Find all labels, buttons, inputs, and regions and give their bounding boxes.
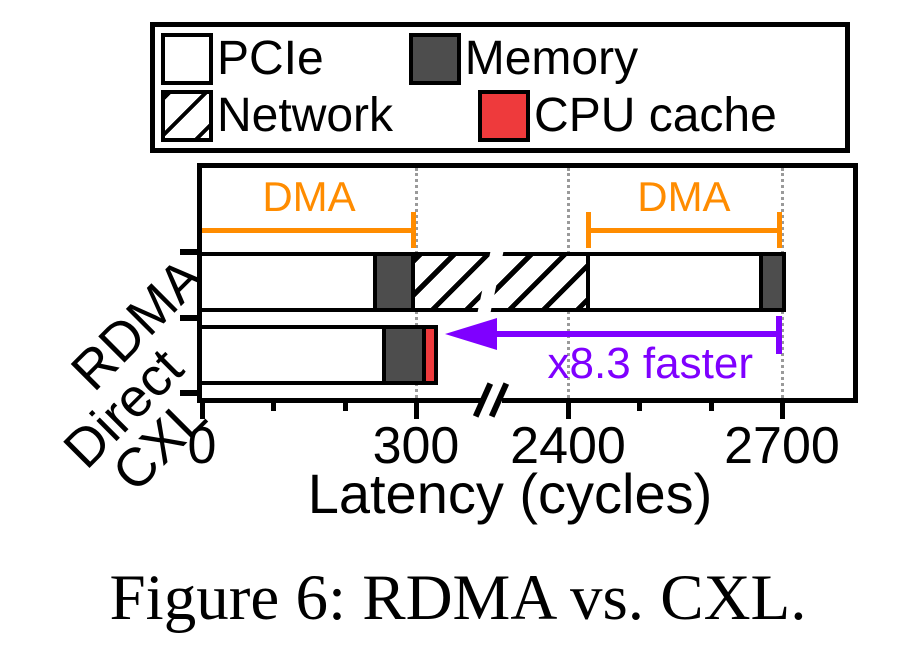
legend-row: PCIe Memory: [161, 31, 839, 85]
x-axis-minor-tick: [342, 401, 348, 411]
dma-bracket-cap: [585, 212, 591, 248]
bar-segment-memory: [373, 256, 411, 308]
y-axis-tick: [180, 315, 202, 321]
x-axis-minor-tick: [637, 401, 643, 411]
legend-swatch-network: [161, 90, 213, 143]
dma-bracket-cap: [776, 212, 782, 248]
legend-swatch-pcie: [161, 32, 213, 85]
x-tick-label: 2700: [724, 417, 840, 475]
dma-bracket-line: [585, 228, 782, 233]
legend-item-network: Network: [161, 89, 394, 143]
legend-swatch-cpu-cache: [478, 90, 531, 143]
legend-item-cpu-cache: CPU cache: [478, 89, 777, 143]
y-axis-tick: [180, 390, 202, 396]
x-axis-major-tick: [200, 401, 205, 419]
bar-segment-network: [411, 256, 492, 308]
dma-annotation-right: DMA: [585, 176, 782, 248]
bar-segment-pcie: [202, 256, 374, 308]
bar-segment-cpu-cache: [422, 329, 434, 381]
bar-segment-pcie: [202, 329, 383, 381]
x-axis-minor-tick: [708, 401, 714, 411]
x-axis-major-tick: [413, 401, 419, 419]
dma-annotation-left: DMA: [202, 176, 416, 248]
legend: PCIe Memory Network CPU cache: [150, 22, 850, 153]
legend-label: CPU cache: [534, 89, 777, 143]
legend-item-memory: Memory: [408, 31, 639, 85]
x-tick-label: 300: [372, 417, 460, 475]
dma-bracket-line: [202, 228, 416, 233]
legend-label: Network: [217, 89, 394, 143]
x-axis-major-tick: [779, 401, 785, 419]
x-axis-title: Latency (cycles): [307, 462, 713, 525]
bar-segment-memory: [759, 256, 782, 308]
arrow-end-cap: [775, 316, 782, 354]
legend-swatch-memory: [408, 32, 461, 85]
x-axis-minor-tick: [271, 401, 277, 411]
bar-segment-network: [492, 256, 586, 308]
speedup-arrow: x8.3 faster: [444, 314, 782, 386]
legend-label: Memory: [464, 31, 639, 85]
legend-label: PCIe: [217, 31, 324, 85]
arrow-shaft: [484, 331, 779, 337]
dma-label: DMA: [637, 173, 731, 220]
x-tick-label: 0: [187, 417, 217, 475]
y-axis-tick: [180, 249, 202, 255]
figure-caption: Figure 6: RDMA vs. CXL.: [109, 562, 807, 634]
dma-label: DMA: [262, 173, 356, 220]
speedup-label: x8.3 faster: [547, 339, 753, 388]
legend-item-pcie: PCIe: [161, 31, 324, 85]
legend-row: Network CPU cache: [161, 89, 839, 143]
bar-segment-memory: [382, 329, 423, 381]
x-axis-major-tick: [566, 401, 571, 419]
x-tick-label: 2400: [510, 417, 626, 475]
bar-segment-pcie: [585, 256, 760, 308]
dma-bracket-cap: [410, 212, 416, 248]
